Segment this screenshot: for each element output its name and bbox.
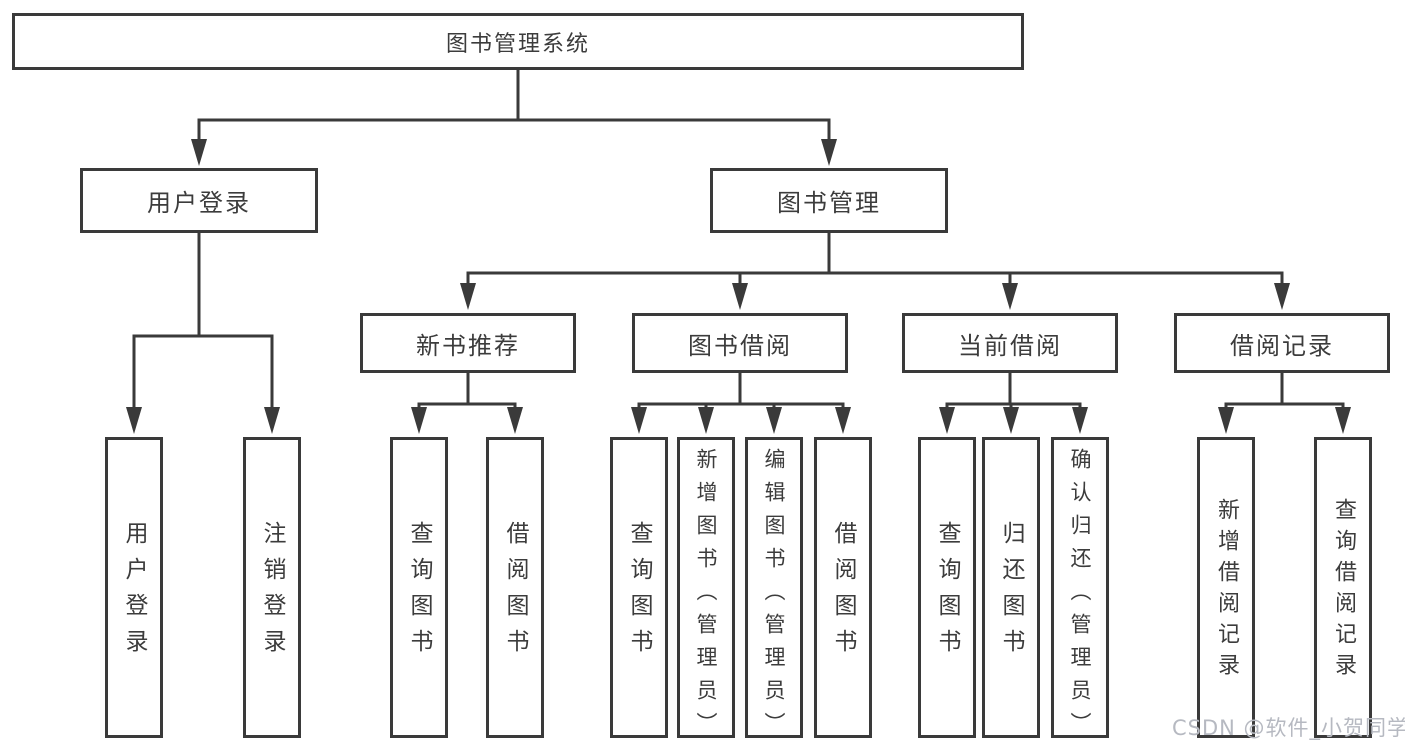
leaf-add-book-admin: 新增图书（管理员） xyxy=(677,437,735,745)
leaf-borrow-books-recommend: 借阅图书 xyxy=(486,437,544,738)
node-current-borrowing: 当前借阅 xyxy=(902,313,1118,373)
leaf-return-books: 归还图书 xyxy=(982,437,1040,738)
arrowheads xyxy=(126,139,1351,434)
leaf-query-books-recommend: 查询图书 xyxy=(390,437,448,738)
node-book-borrowing: 图书借阅 xyxy=(632,313,848,373)
node-library-management-system: 图书管理系统 xyxy=(12,13,1024,70)
node-new-book-recommendation: 新书推荐 xyxy=(360,313,576,373)
leaf-query-borrow-record: 查询借阅记录 xyxy=(1314,437,1372,738)
node-user-login: 用户登录 xyxy=(80,168,318,233)
watermark: CSDN @软件_小贺同学 xyxy=(1172,716,1405,740)
node-book-management: 图书管理 xyxy=(710,168,948,233)
node-borrowing-records: 借阅记录 xyxy=(1174,313,1390,373)
leaf-edit-book-admin: 编辑图书（管理员） xyxy=(745,437,803,745)
leaf-query-books-current: 查询图书 xyxy=(918,437,976,738)
leaf-logout-login: 注销登录 xyxy=(243,437,301,738)
leaf-confirm-return-admin: 确认归还（管理员） xyxy=(1051,437,1109,745)
leaf-borrow-books-borrowing: 借阅图书 xyxy=(814,437,872,738)
leaf-query-books-borrowing: 查询图书 xyxy=(610,437,668,738)
leaf-add-borrow-record: 新增借阅记录 xyxy=(1197,437,1255,738)
leaf-user-login: 用户登录 xyxy=(105,437,163,738)
